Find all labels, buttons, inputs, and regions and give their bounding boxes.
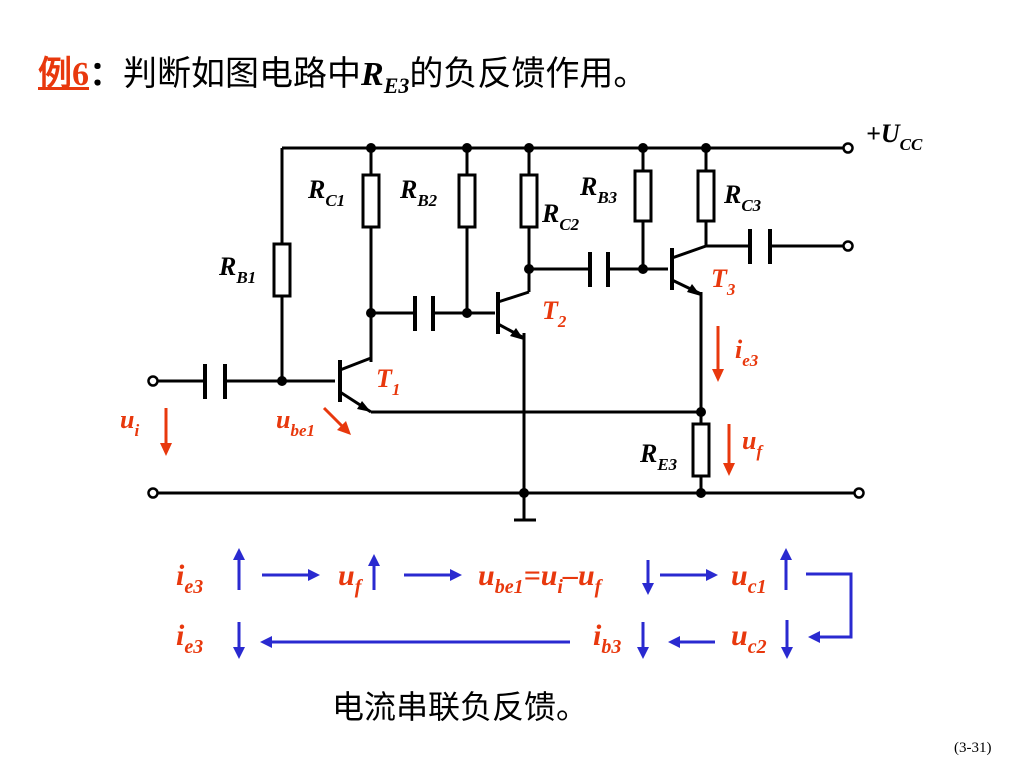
title-text-pre: 判断如图电路中 bbox=[123, 56, 361, 93]
conclusion-text: 电流串联负反馈。 bbox=[332, 689, 589, 725]
svg-text:+UCC: +UCC bbox=[866, 119, 923, 154]
analysis-arrows bbox=[233, 548, 853, 659]
label-t2: T2 bbox=[542, 296, 567, 331]
title-colon: ： bbox=[89, 56, 123, 93]
page-number: (3-31) bbox=[954, 740, 992, 756]
signal-arrows bbox=[160, 326, 735, 476]
label-ie3: ie3 bbox=[735, 335, 759, 370]
label-rc3: RC3 bbox=[723, 180, 762, 215]
chain-uc2-down: uc2 bbox=[731, 619, 767, 658]
chain-ib3-down: ib3 bbox=[593, 619, 621, 658]
label-uf: uf bbox=[742, 426, 764, 461]
slide-title: 例6：判断如图电路中RE3的负反馈作用。 bbox=[38, 46, 647, 99]
junction-dots bbox=[277, 143, 711, 498]
label-rc2: RC2 bbox=[541, 199, 580, 234]
example-number: 例6 bbox=[38, 56, 89, 93]
chain-ie3-up: ie3 bbox=[176, 559, 203, 598]
label-ui: ui bbox=[120, 405, 139, 440]
label-t1: T1 bbox=[376, 364, 400, 399]
label-rb2: RB2 bbox=[399, 175, 438, 210]
title-text-post: 的负反馈作用。 bbox=[409, 56, 648, 93]
chain-uc1-up: uc1 bbox=[731, 559, 767, 598]
circuit-labels: +UCC RB1 RC1 RB2 RC2 RB3 RC3 RE3 T1 T2 T… bbox=[120, 119, 923, 474]
terminals bbox=[147, 142, 865, 499]
label-rb3: RB3 bbox=[579, 172, 618, 207]
title-var-sub: E3 bbox=[383, 72, 410, 98]
chain-ie3-down: ie3 bbox=[176, 619, 203, 658]
label-ube1: ube1 bbox=[276, 405, 315, 440]
label-t3: T3 bbox=[711, 264, 736, 299]
title-var: R bbox=[361, 56, 384, 93]
chain-ube1-expr: ube1=ui–uf bbox=[478, 559, 604, 598]
chain-uf-up: uf bbox=[338, 559, 364, 598]
capacitors bbox=[203, 229, 772, 399]
label-rc1: RC1 bbox=[307, 175, 345, 210]
label-re3: RE3 bbox=[639, 439, 678, 474]
analysis-chain: ie3 uf ube1=ui–uf uc1 ie3 ib3 uc2 bbox=[176, 559, 767, 658]
label-rb1: RB1 bbox=[218, 252, 256, 287]
emitter-arrows bbox=[357, 284, 701, 412]
